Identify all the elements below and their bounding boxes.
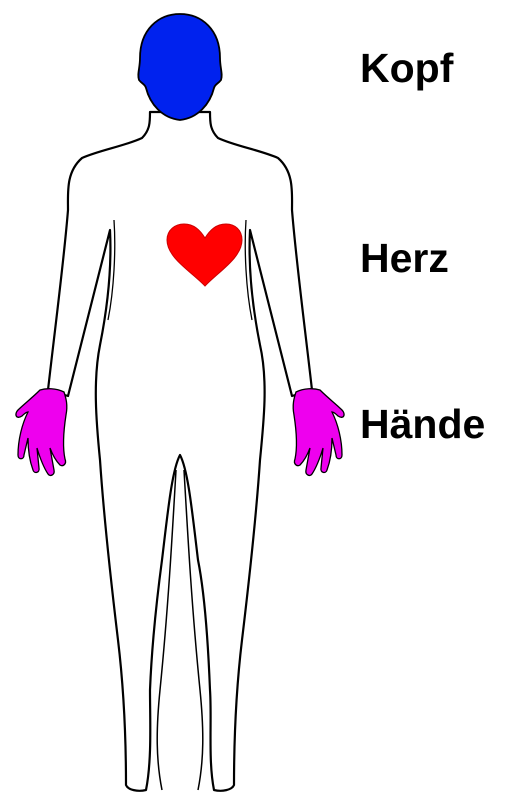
label-kopf: Kopf — [360, 48, 453, 89]
left-hand-shape — [16, 389, 67, 476]
right-hand-shape — [293, 389, 344, 476]
label-haende: Hände — [360, 404, 485, 445]
label-herz: Herz — [360, 238, 449, 279]
body-outline — [48, 112, 312, 791]
head-shape — [138, 14, 221, 120]
